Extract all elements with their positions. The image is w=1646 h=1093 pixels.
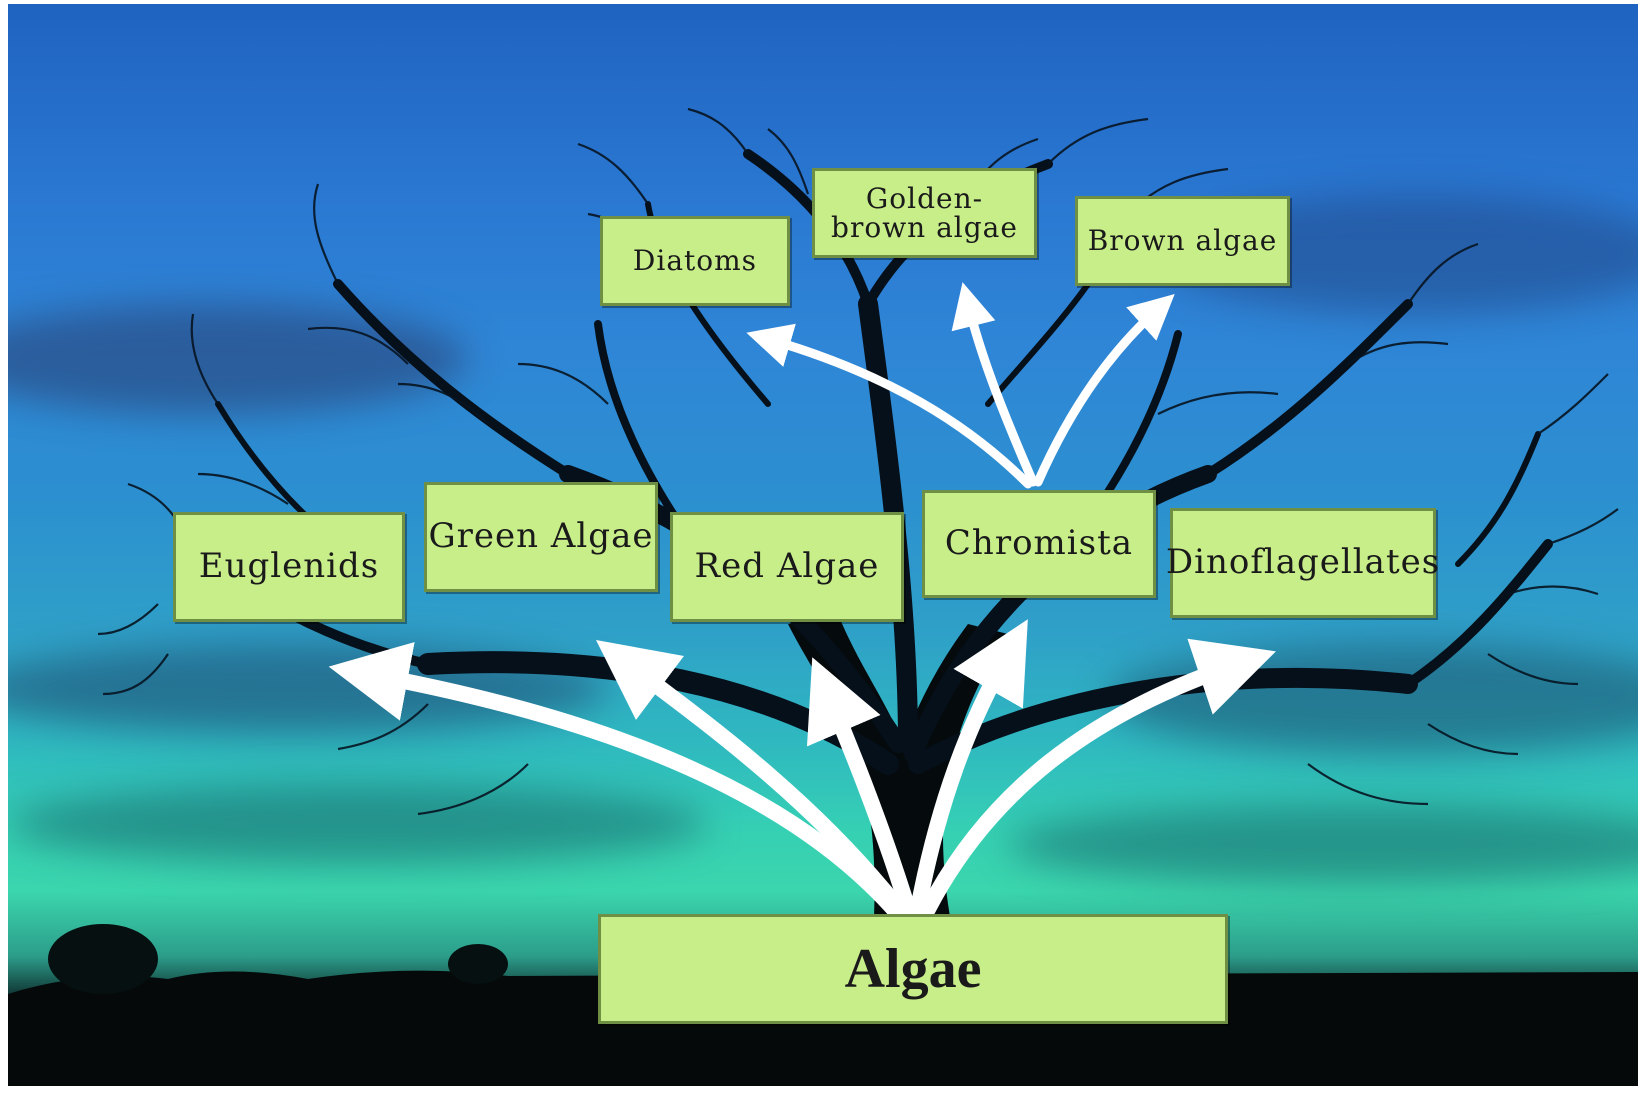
node-algae-root: Algae	[598, 914, 1228, 1024]
arrow-algae-to-euglenids	[328, 642, 906, 922]
canopy-twigs	[97, 107, 1619, 816]
ground	[8, 970, 1638, 1086]
node-dinoflagellates: Dinoflagellates	[1166, 508, 1439, 618]
sky-background: Diatoms Golden-brown algae Brown algae E…	[8, 4, 1638, 1086]
arrows-layer	[328, 282, 1276, 922]
distant-tree	[448, 944, 508, 984]
arrow-algae-to-dinoflagellates	[920, 638, 1276, 917]
distant-tree	[48, 924, 158, 994]
arrow-algae-to-red-algae	[806, 657, 916, 917]
cloud	[1008, 804, 1638, 884]
arrow-chromista-to-brown-algae	[1033, 293, 1175, 487]
arrow-algae-to-chromista	[910, 619, 1028, 917]
arrow-chromista-to-golden-brown	[951, 282, 1038, 487]
arrow-chromista-to-diatoms	[746, 323, 1033, 489]
arrow-algae-to-green-algae	[595, 640, 911, 922]
node-chromista: Chromista	[922, 490, 1156, 598]
cloud	[8, 304, 468, 414]
cloud	[8, 784, 708, 864]
node-euglenids: Euglenids	[173, 512, 405, 622]
node-green-algae: Green Algae	[424, 482, 658, 592]
node-brown-algae: Brown algae	[1075, 196, 1290, 286]
node-golden-brown-algae: Golden-brown algae	[812, 168, 1037, 258]
node-red-algae: Red Algae	[670, 512, 904, 622]
node-diatoms: Diatoms	[600, 216, 790, 306]
